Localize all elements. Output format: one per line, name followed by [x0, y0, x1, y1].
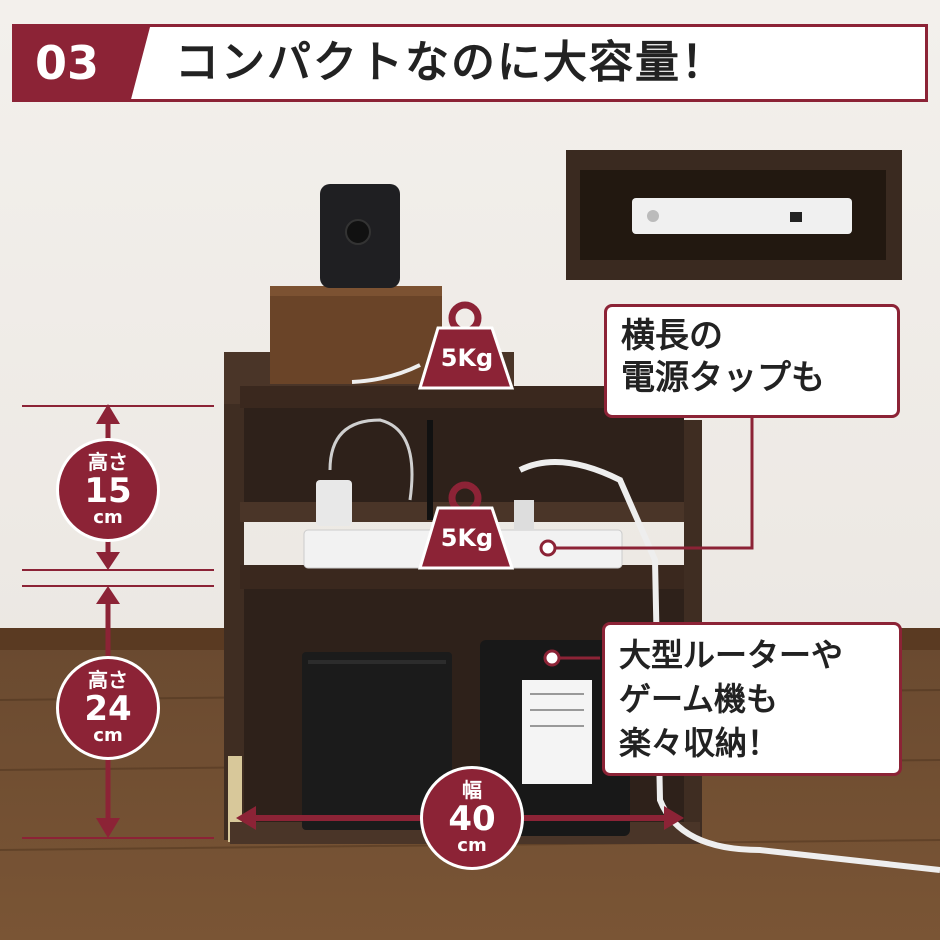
badge-height-upper-value: 15: [84, 471, 132, 511]
weight-label-middle: 5Kg: [440, 524, 494, 552]
callout-router: 大型ルーターや ゲーム機も 楽々収納！: [602, 622, 902, 776]
weight-label-top: 5Kg: [440, 344, 494, 372]
badge-width: 幅 40 cm: [420, 766, 524, 870]
callout-router-line-2: ゲーム機も: [619, 680, 779, 718]
badge-height-lower-value: 24: [84, 689, 132, 729]
badge-width-unit: cm: [457, 835, 487, 856]
section-number: 03: [15, 27, 150, 99]
badge-height-upper-label: 高さ: [88, 450, 128, 474]
callout-router-line-1: 大型ルーターや: [619, 636, 844, 674]
badge-height-lower: 高さ 24 cm: [56, 656, 160, 760]
badge-height-upper: 高さ 15 cm: [56, 438, 160, 542]
badge-width-label: 幅: [462, 778, 482, 802]
callout-power-strip-line-1: 横長の: [621, 316, 723, 356]
wooden-box: [270, 286, 442, 384]
game-console: [302, 652, 452, 830]
callout-router-line-3: 楽々収納！: [619, 724, 780, 762]
page-title: コンパクトなのに大容量！: [175, 37, 727, 88]
badge-height-lower-label: 高さ: [88, 668, 128, 692]
dimension-guides: [22, 405, 214, 839]
badge-width-value: 40: [448, 799, 496, 839]
pointer-dot-strip: [539, 539, 557, 557]
smartphone: [320, 184, 400, 288]
weight-icon-top: [417, 301, 515, 390]
badge-height-lower-unit: cm: [93, 725, 123, 746]
router: [480, 640, 630, 836]
weight-icon-middle: [417, 481, 515, 570]
title-banner: 03 コンパクトなのに大容量！: [12, 24, 928, 102]
pointer-dot-router: [543, 649, 561, 667]
badge-height-upper-unit: cm: [93, 507, 123, 528]
callout-power-strip: 横長の 電源タップも: [604, 304, 900, 418]
callout-power-strip-line-2: 電源タップも: [621, 358, 825, 398]
inset-photo: [566, 150, 902, 280]
